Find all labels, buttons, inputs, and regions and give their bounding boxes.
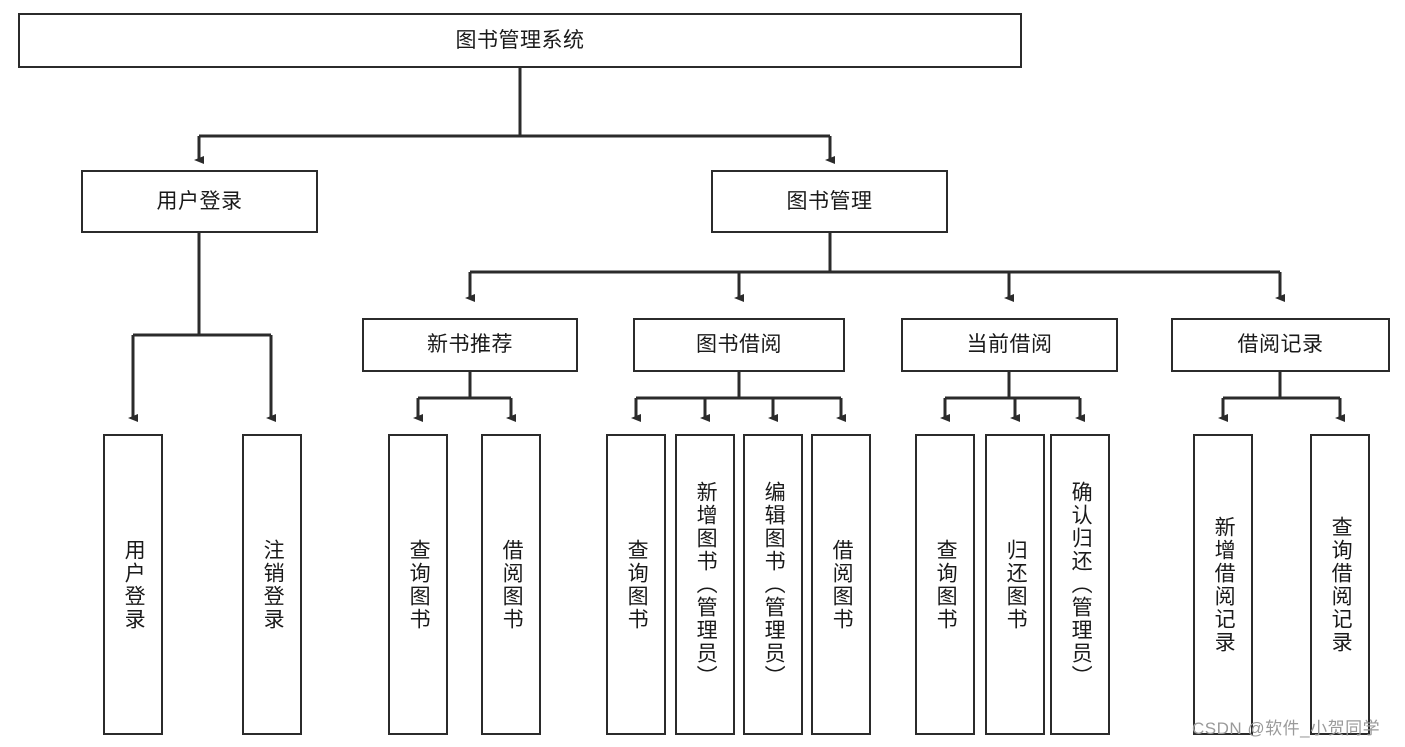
node-root-system[interactable]: 图书管理系统 — [18, 13, 1022, 68]
leaf-borrow-book[interactable]: 借阅图书 — [811, 434, 871, 735]
leaf-edit-book-admin[interactable]: 编辑图书（管理员） — [743, 434, 803, 735]
node-label: 归还图书 — [1004, 538, 1028, 631]
leaf-query-book-recommend[interactable]: 查询图书 — [388, 434, 448, 735]
node-label: 注销登录 — [261, 538, 285, 631]
node-borrow-record[interactable]: 借阅记录 — [1171, 318, 1390, 372]
leaf-logout[interactable]: 注销登录 — [242, 434, 302, 735]
node-label: 查询图书 — [407, 538, 431, 631]
node-label: 用户登录 — [156, 189, 243, 213]
node-new-book-recommend[interactable]: 新书推荐 — [362, 318, 578, 372]
leaf-add-book-admin[interactable]: 新增图书（管理员） — [675, 434, 735, 735]
leaf-add-borrow-record[interactable]: 新增借阅记录 — [1193, 434, 1253, 735]
node-label: 借阅图书 — [830, 538, 854, 631]
node-label: 借阅记录 — [1237, 333, 1324, 357]
node-label: 编辑图书（管理员） — [762, 481, 786, 688]
node-label: 查询图书 — [934, 538, 958, 631]
node-book-management[interactable]: 图书管理 — [711, 170, 948, 233]
node-book-borrow[interactable]: 图书借阅 — [633, 318, 845, 372]
node-label: 用户登录 — [122, 538, 146, 631]
node-user-login[interactable]: 用户登录 — [81, 170, 318, 233]
node-label: 当前借阅 — [966, 333, 1053, 357]
node-label: 图书管理系统 — [455, 28, 585, 52]
node-label: 查询图书 — [625, 538, 649, 631]
node-label: 新增图书（管理员） — [694, 481, 718, 688]
node-label: 新书推荐 — [427, 333, 513, 357]
leaf-query-book-borrow[interactable]: 查询图书 — [606, 434, 666, 735]
node-current-borrow[interactable]: 当前借阅 — [901, 318, 1118, 372]
node-label: 图书管理 — [786, 189, 873, 213]
node-label: 查询借阅记录 — [1329, 515, 1353, 654]
leaf-query-borrow-record[interactable]: 查询借阅记录 — [1310, 434, 1370, 735]
leaf-confirm-return-admin[interactable]: 确认归还（管理员） — [1050, 434, 1110, 735]
leaf-user-login[interactable]: 用户登录 — [103, 434, 163, 735]
node-label: 图书借阅 — [696, 333, 782, 357]
node-label: 确认归还（管理员） — [1069, 481, 1093, 688]
node-label: 新增借阅记录 — [1212, 515, 1236, 654]
watermark-text: CSDN @软件_小贺同学 — [1192, 719, 1381, 738]
leaf-borrow-book-recommend[interactable]: 借阅图书 — [481, 434, 541, 735]
node-label: 借阅图书 — [500, 538, 524, 631]
leaf-return-book[interactable]: 归还图书 — [985, 434, 1045, 735]
leaf-query-book-current[interactable]: 查询图书 — [915, 434, 975, 735]
